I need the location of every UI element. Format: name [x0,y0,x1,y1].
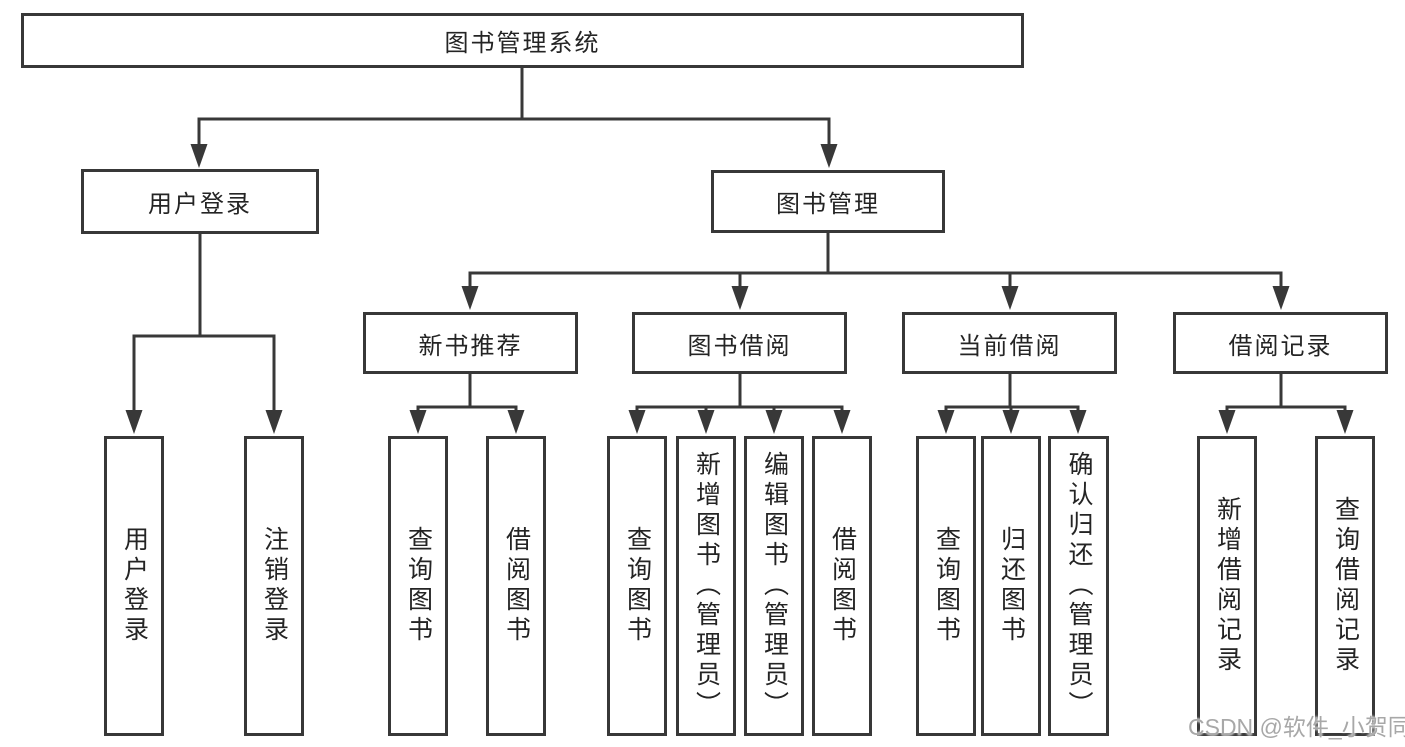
node-add-borrow-record-label: 新增借阅记录 [1213,496,1242,676]
arrowhead-icon [409,410,427,434]
connector-line [635,405,844,412]
arrowhead-icon [1069,410,1087,434]
node-book-management-label: 图书管理 [776,191,880,218]
node-library-system: 图书管理系统 [21,13,1024,68]
arrowhead-icon [265,410,283,434]
arrowhead-icon [833,410,851,434]
node-user-login-leaf-label: 用户登录 [120,526,149,646]
node-query-books-borrow: 查询图书 [607,436,667,736]
arrowhead-icon [628,410,646,434]
node-logout-leaf: 注销登录 [244,436,304,736]
arrowhead-icon [1001,286,1019,310]
node-user-login: 用户登录 [81,169,319,234]
node-confirm-return-admin-label: 确认归还（管理员） [1065,451,1093,721]
arrowhead-icon [820,144,838,168]
node-user-login-leaf: 用户登录 [104,436,164,736]
arrowhead-icon [1218,410,1236,434]
node-return-book-label: 归还图书 [997,526,1026,646]
connector-line [197,117,831,146]
node-borrow-books-recommend-label: 借阅图书 [502,526,531,646]
node-new-book-recommend: 新书推荐 [363,312,578,374]
arrowhead-icon [765,410,783,434]
node-query-books-recommend: 查询图书 [388,436,448,736]
node-add-book-admin-label: 新增图书（管理员） [692,451,721,721]
node-confirm-return-admin: 确认归还（管理员） [1048,436,1109,736]
node-add-borrow-record: 新增借阅记录 [1197,436,1257,736]
node-current-borrow: 当前借阅 [902,312,1117,374]
node-borrow-books-recommend: 借阅图书 [486,436,546,736]
node-query-books-recommend-label: 查询图书 [404,526,433,646]
node-query-books-current: 查询图书 [916,436,976,736]
node-book-borrow: 图书借阅 [632,312,847,374]
connector-line [416,405,518,412]
node-new-book-recommend-label: 新书推荐 [418,332,523,360]
node-logout-leaf-label: 注销登录 [260,526,289,646]
connector-line [1225,405,1347,412]
node-borrow-books-leaf: 借阅图书 [812,436,872,736]
arrowhead-icon [461,286,479,310]
node-borrow-records: 借阅记录 [1173,312,1388,374]
arrowhead-icon [507,410,525,434]
node-borrow-records-label: 借阅记录 [1228,332,1333,360]
arrowhead-icon [937,410,955,434]
node-borrow-books-leaf-label: 借阅图书 [828,526,857,646]
arrowhead-icon [1272,286,1290,310]
node-query-books-borrow-label: 查询图书 [623,526,652,646]
arrowheads [125,144,1354,434]
node-user-login-label: 用户登录 [148,191,252,218]
arrowhead-icon [125,410,143,434]
connector-line [468,271,1283,288]
connector-line [132,334,276,412]
node-library-system-label: 图书管理系统 [444,30,601,57]
node-query-borrow-record: 查询借阅记录 [1315,436,1375,736]
node-edit-book-admin: 编辑图书（管理员） [744,436,804,736]
node-book-borrow-label: 图书借阅 [687,332,792,360]
arrowhead-icon [1002,410,1020,434]
node-book-management: 图书管理 [711,170,945,233]
node-query-borrow-record-label: 查询借阅记录 [1331,496,1360,676]
node-add-book-admin: 新增图书（管理员） [676,436,736,736]
arrowhead-icon [731,286,749,310]
connector-lines [132,67,1347,412]
node-current-borrow-label: 当前借阅 [957,332,1062,360]
arrowhead-icon [190,144,208,168]
arrowhead-icon [1336,410,1354,434]
watermark: CSDN @软件_小贺同学 [1188,714,1405,740]
node-edit-book-admin-label: 编辑图书（管理员） [760,451,789,721]
node-return-book: 归还图书 [981,436,1041,736]
node-query-books-current-label: 查询图书 [932,526,961,646]
arrowhead-icon [697,410,715,434]
